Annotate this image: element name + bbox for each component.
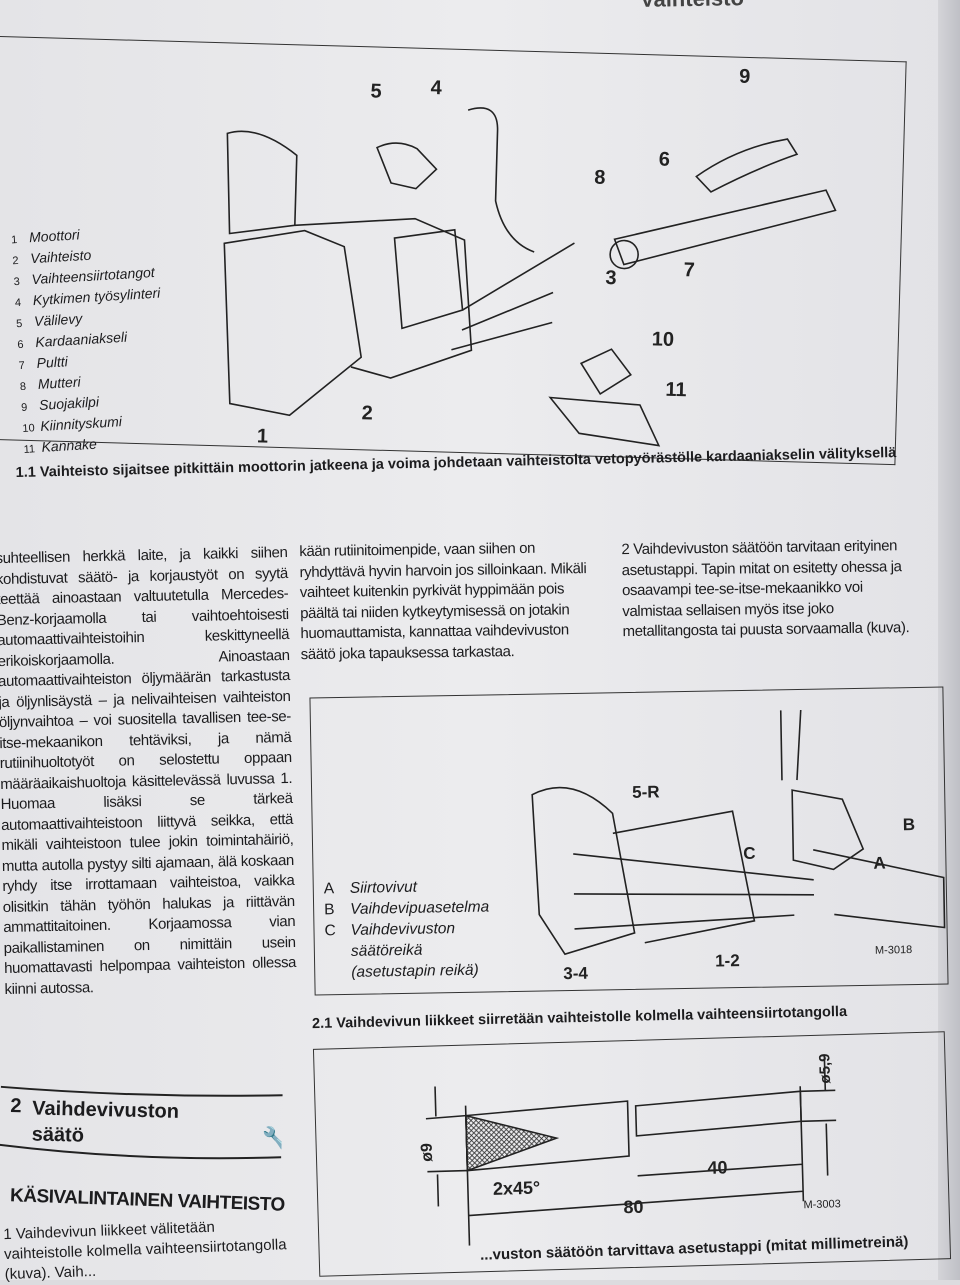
paragraph: 2 Vaihdevivuston säätöön tarvitaan erity…	[621, 537, 910, 641]
dim-chamfer: 2x45°	[493, 1178, 541, 1199]
dim-d9: ø9	[419, 1143, 437, 1162]
callout-10: 10	[651, 328, 674, 351]
running-header: Vaihteisto	[640, 0, 744, 13]
callout-7: 7	[683, 259, 695, 281]
section-number: 2	[10, 1095, 22, 1118]
callout-8: 8	[594, 167, 606, 189]
drawing-ref: M-3003	[803, 1198, 841, 1211]
gear-linkage-drawing: 5-R B C A 3-4 1-2 M-3018	[531, 709, 946, 983]
dim-40: 40	[707, 1157, 728, 1178]
paragraph: 1 Vaihdevivun liikkeet välitetään vaihte…	[3, 1218, 287, 1284]
callout-1-2: 1-2	[715, 951, 740, 970]
setting-pin-drawing: ø9 ø5,9 2x45° 40 80 M-3003	[419, 1053, 841, 1246]
figure-2-2: ø9 ø5,9 2x45° 40 80 M-3003	[312, 1031, 952, 1277]
caption-number: 1.1	[15, 464, 37, 481]
body-column-3: 2 Vaihdevivuston säätöön tarvitaan erity…	[621, 536, 922, 643]
drawing-ref: M-3018	[875, 944, 913, 957]
callout-5: 5	[370, 80, 382, 102]
section-title: Vaihdevivuston säätö	[31, 1097, 180, 1147]
callout-5-r: 5-R	[632, 782, 660, 801]
section-header: 🔧 2 Vaihdevivuston säätö	[0, 1085, 283, 1161]
legend-number: 11	[23, 443, 36, 456]
paragraph: kään rutiinitoimenpide, vaan siihen on r…	[299, 539, 587, 663]
body-column-2: kään rutiinitoimenpide, vaan siihen on r…	[299, 538, 601, 665]
callout-6: 6	[659, 148, 671, 170]
callout-b: B	[903, 815, 916, 834]
paragraph: suhteellisen herkkä laite, ja kaikki sii…	[0, 543, 297, 998]
dim-d59: ø5,9	[816, 1053, 834, 1083]
subheading: KÄSIVALINTAINEN VAIHTEISTO	[9, 1185, 286, 1216]
callout-11: 11	[665, 379, 687, 402]
figure-2-1-caption: 2.1 Vaihdevivun liikkeet siirretään vaih…	[312, 1004, 847, 1032]
dim-80: 80	[623, 1197, 644, 1218]
page-edge	[938, 0, 960, 1280]
callout-3-4: 3-4	[563, 964, 588, 983]
callout-3: 3	[605, 267, 617, 289]
body-column-1: suhteellisen herkkä laite, ja kaikki sii…	[0, 543, 297, 1000]
callout-c: C	[743, 844, 756, 863]
wrench-difficulty-icon: 🔧	[261, 1125, 282, 1152]
caption-text: Vaihdevivun liikkeet siirretään vaihteis…	[336, 1003, 848, 1032]
gearbox-exploded-drawing: 1 2 3 4 5 6 7 8 9 10 11	[223, 66, 837, 448]
callout-a: A	[873, 854, 886, 873]
callout-1: 1	[257, 425, 269, 447]
caption-number: 2.1	[311, 1015, 333, 1033]
callout-2: 2	[361, 402, 373, 424]
callout-4: 4	[430, 77, 443, 99]
callout-9: 9	[739, 66, 751, 88]
section-frame: 🔧	[0, 1085, 283, 1160]
